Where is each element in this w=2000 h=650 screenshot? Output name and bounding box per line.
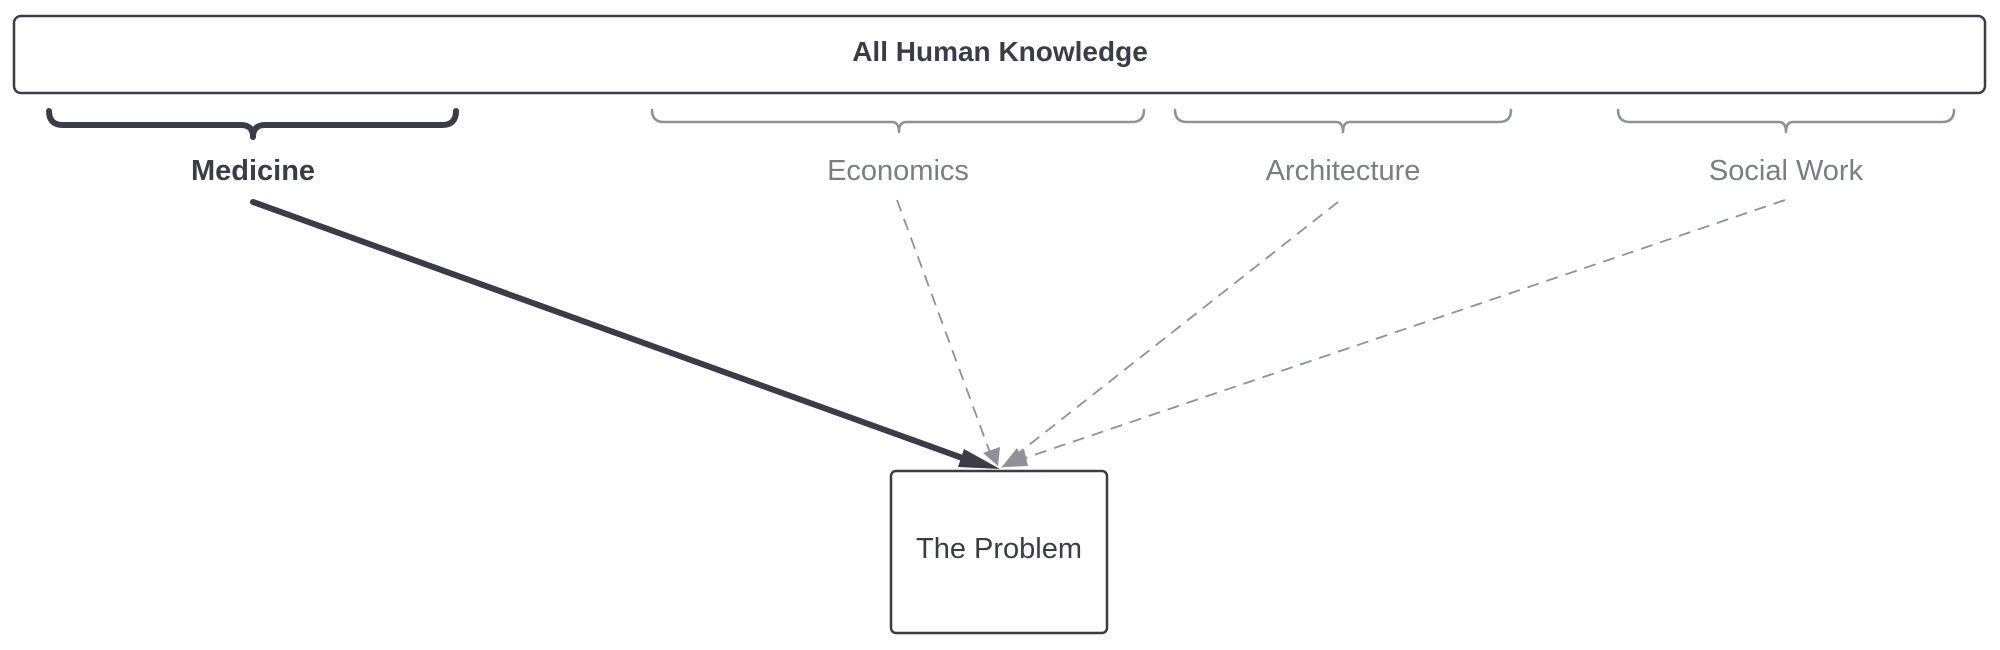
- discipline-label-architecture: Architecture: [1266, 155, 1421, 187]
- discipline-label-medicine: Medicine: [191, 155, 315, 187]
- brace-architecture: [1173, 108, 1513, 134]
- brace-social-work: [1616, 108, 1956, 134]
- arrowhead-medicine: [958, 449, 1000, 469]
- discipline-label-economics: Economics: [827, 155, 969, 187]
- arrowhead-economics: [983, 447, 1000, 466]
- header-label: All Human Knowledge: [852, 36, 1148, 67]
- discipline-label-social-work: Social Work: [1709, 155, 1864, 187]
- connector-social-work: [1006, 199, 1786, 467]
- arrowhead-social-work: [1006, 449, 1028, 467]
- problem-label: The Problem: [916, 533, 1082, 565]
- problem-box: The Problem: [889, 469, 1109, 635]
- brace-medicine: [46, 108, 459, 140]
- connector-architecture: [1001, 201, 1339, 468]
- connector-economics: [896, 199, 1000, 466]
- header-box: All Human Knowledge: [12, 14, 1987, 95]
- connector-medicine: [250, 199, 1000, 469]
- brace-economics: [650, 108, 1146, 134]
